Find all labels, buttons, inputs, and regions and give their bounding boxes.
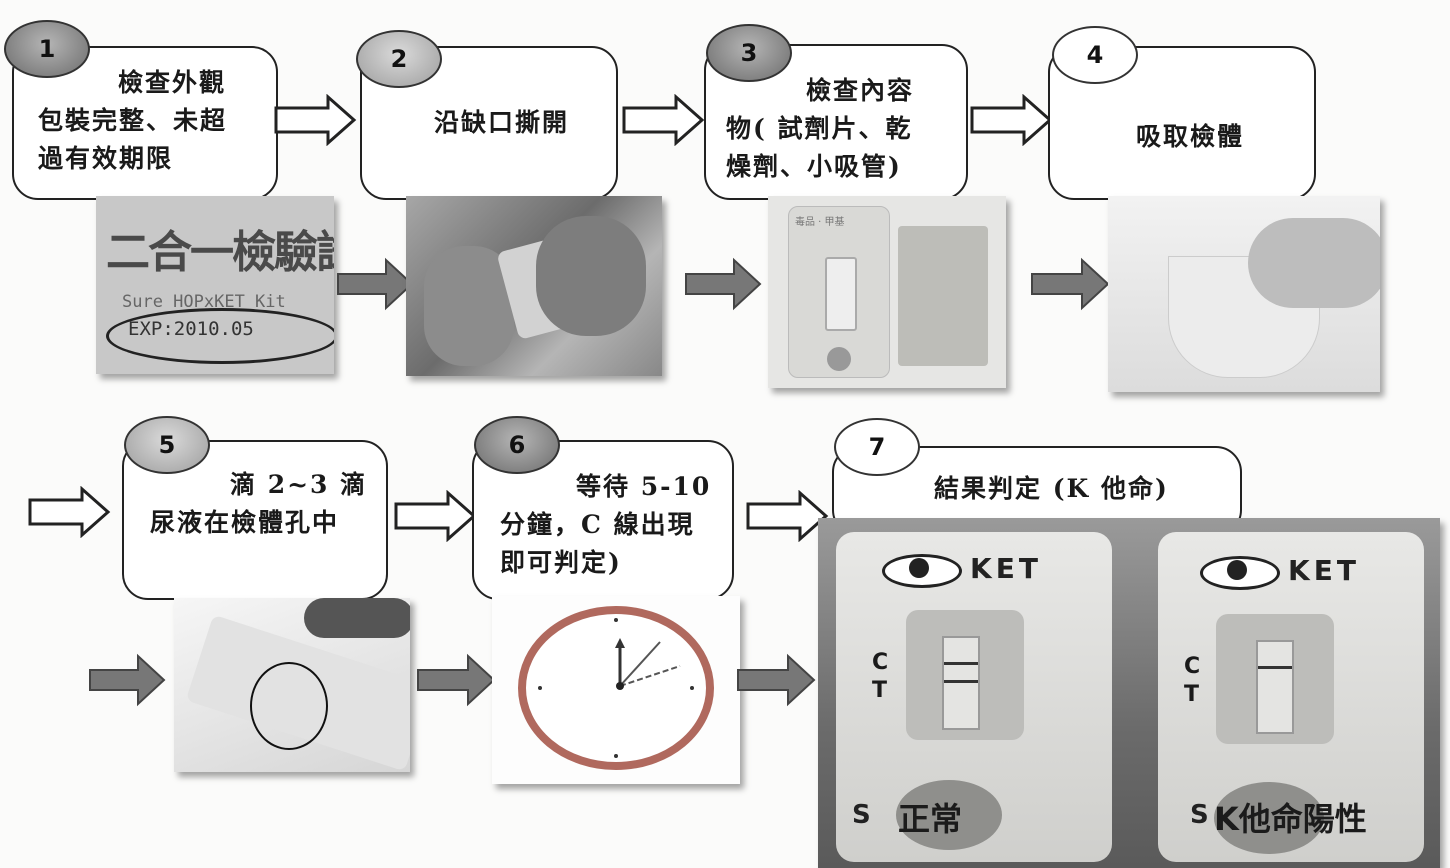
photo-arrow-left-of-5	[89, 653, 166, 707]
kit-title-text: 二合一檢驗試	[106, 227, 334, 278]
step-6-photo	[492, 596, 740, 784]
step-4-badge: 4	[1052, 26, 1138, 84]
ket-logo-left	[882, 554, 962, 588]
step-6-card: 等待 5-10 分鐘，C 線出現 即可判定)	[472, 440, 734, 600]
step-6-line-2: 分鐘，C 線出現	[500, 510, 695, 539]
control-line-left	[944, 662, 978, 665]
step-2-photo	[406, 196, 662, 376]
step-5-text: 滴 2~3 滴 尿液在檢體孔中	[150, 466, 386, 542]
result-window-right	[1216, 614, 1334, 744]
positive-prefix: S	[1190, 800, 1209, 830]
step-1-text: 檢查外觀 包裝完整、未超 過有效期限	[38, 64, 278, 178]
step-3-text: 檢查內容 物( 試劑片、乾 燥劑、小吸管)	[726, 72, 966, 186]
step-3-line-1: 檢查內容	[806, 76, 915, 105]
arrow-right-5-6	[394, 490, 477, 542]
photo-arrow-5-6	[417, 653, 496, 707]
t-label-right: T	[1184, 682, 1200, 707]
step-1-line-2: 包裝完整、未超	[38, 106, 228, 135]
photo-arrow-2-3	[685, 257, 762, 311]
ket-logo-right	[1200, 556, 1280, 590]
step-5-line-1: 滴 2~3 滴	[230, 470, 368, 499]
photo-arrow-6-7	[737, 653, 816, 707]
step-1-badge: 1	[4, 20, 90, 78]
t-label-left: T	[872, 678, 888, 703]
result-photo: KET C T S 正常 KET C T S K他命陽性	[818, 518, 1440, 868]
step-1-line-1: 檢查外觀	[118, 68, 227, 97]
photo-arrow-1-2	[337, 257, 414, 311]
normal-prefix: S	[852, 800, 871, 830]
step-4-photo	[1108, 196, 1380, 392]
hand-shape	[1248, 218, 1380, 308]
step-3-line-2: 物( 試劑片、乾	[726, 114, 913, 143]
arrow-right-row2-start	[28, 486, 111, 538]
step-1-line-3: 過有效期限	[38, 144, 174, 173]
arrow-right-2-3	[622, 94, 705, 146]
step-3-photo: 毒品 · 甲基	[768, 196, 1006, 388]
step-3-badge: 3	[706, 24, 792, 82]
test-card-shape: 毒品 · 甲基	[788, 206, 890, 378]
hand-right-shape	[536, 216, 646, 336]
test-line-left	[944, 680, 978, 683]
step-2-line-1: 沿缺口撕開	[434, 108, 570, 137]
ket-brand-right: KET	[1288, 554, 1360, 587]
sample-well-circle	[250, 662, 328, 750]
step-5-line-2: 尿液在檢體孔中	[150, 508, 340, 537]
photo-arrow-3-4	[1031, 257, 1110, 311]
step-5-photo	[174, 598, 410, 772]
step-1-card: 檢查外觀 包裝完整、未超 過有效期限	[12, 46, 278, 200]
step-6-badge: 6	[474, 416, 560, 474]
step-1-photo: 二合一檢驗試 Sure HOPxKET Kit EXP:2010.05	[96, 196, 334, 374]
step-3-line-3: 燥劑、小吸管)	[726, 152, 902, 181]
step-2-badge: 2	[356, 30, 442, 88]
step-6-line-3: 即可判定)	[500, 548, 622, 577]
arrow-right-1-2	[274, 94, 357, 146]
step-4-line-1: 吸取檢體	[1136, 122, 1245, 151]
test-card-brand: 毒品 · 甲基	[795, 217, 845, 228]
sample-well-left	[896, 780, 1002, 850]
c-label-right: C	[1184, 654, 1201, 679]
clock-icon	[518, 606, 714, 770]
control-line-right	[1258, 666, 1292, 669]
expiry-highlight-ellipse	[106, 308, 334, 364]
step-7-badge: 7	[834, 418, 920, 476]
ket-brand-left: KET	[970, 552, 1042, 585]
kit-subtitle-text: Sure HOPxKET Kit	[122, 292, 286, 312]
dropper-shape	[304, 598, 410, 638]
cassette-positive: KET C T S K他命陽性	[1158, 532, 1424, 862]
step-7-line-1: 結果判定 (K 他命)	[934, 474, 1169, 503]
desiccant-shape	[898, 226, 988, 366]
result-normal-label: 正常	[898, 800, 963, 838]
cassette-normal: KET C T S 正常	[836, 532, 1112, 862]
step-6-line-1: 等待 5-10	[576, 472, 712, 501]
arrow-right-6-7	[746, 490, 829, 542]
result-window-left	[906, 610, 1024, 740]
result-positive-label: K他命陽性	[1214, 800, 1367, 838]
c-label-left: C	[872, 650, 889, 675]
sample-well-right	[1214, 782, 1324, 854]
step-6-text: 等待 5-10 分鐘，C 線出現 即可判定)	[500, 468, 732, 582]
step-5-badge: 5	[124, 416, 210, 474]
arrow-right-3-4	[970, 94, 1053, 146]
